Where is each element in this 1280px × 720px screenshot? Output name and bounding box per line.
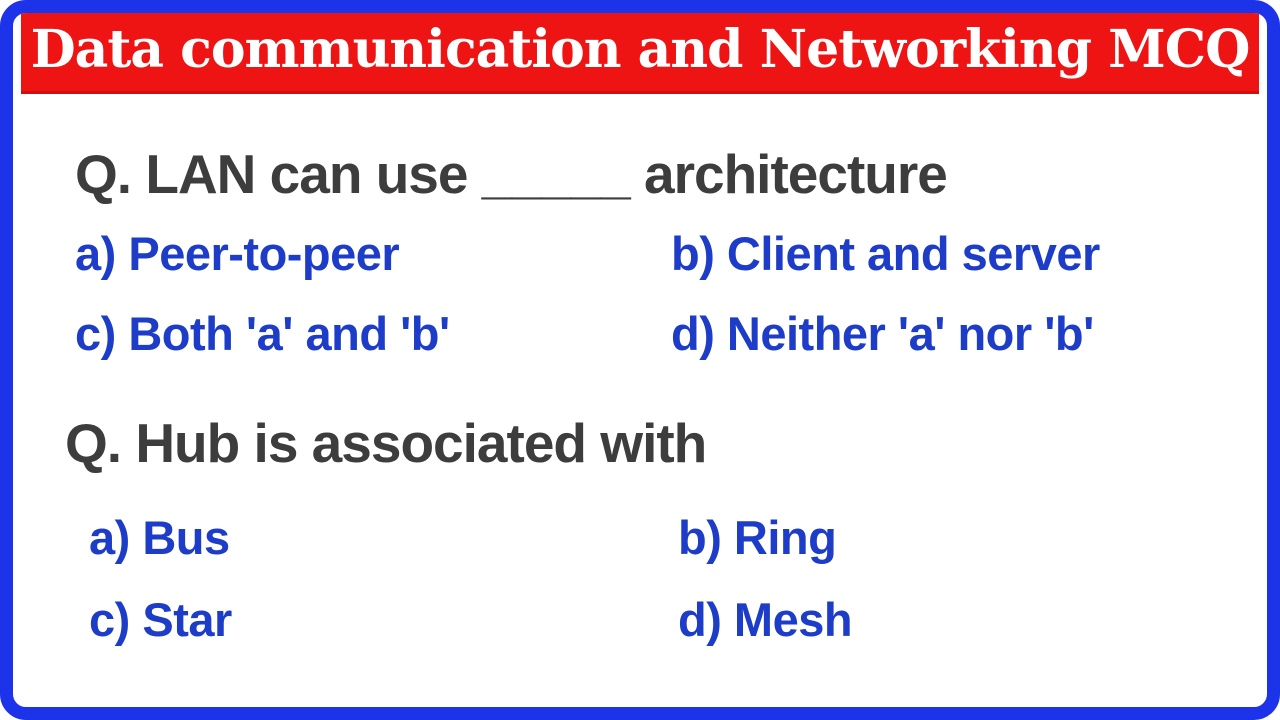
title-banner: Data communication and Networking MCQ — [21, 13, 1259, 94]
question-1-option-a: a) Peer-to-peer — [75, 226, 400, 280]
question-block-1: Q. LAN can use _____ architecture a) Pee… — [13, 144, 1267, 361]
options-grid-2: a) Bus b) Ring c) Star d) Mesh — [13, 511, 1267, 647]
question-text-1: Q. LAN can use _____ architecture — [75, 143, 948, 205]
question-2-option-b: b) Ring — [678, 511, 837, 565]
question-2-option-a: a) Bus — [89, 511, 230, 565]
page-title: Data communication and Networking MCQ — [30, 19, 1251, 80]
question-2-option-d: d) Mesh — [678, 593, 853, 647]
question-1-option-c: c) Both 'a' and 'b' — [75, 306, 450, 360]
question-1-option-d: d) Neither 'a' nor 'b' — [671, 306, 1094, 360]
question-block-2: Q. Hub is associated with a) Bus b) Ring… — [13, 413, 1267, 648]
question-2-option-c: c) Star — [89, 593, 232, 647]
question-text-2: Q. Hub is associated with — [65, 411, 707, 474]
question-1-option-b: b) Client and server — [671, 226, 1100, 280]
options-grid-1: a) Peer-to-peer b) Client and server c) … — [13, 227, 1267, 361]
